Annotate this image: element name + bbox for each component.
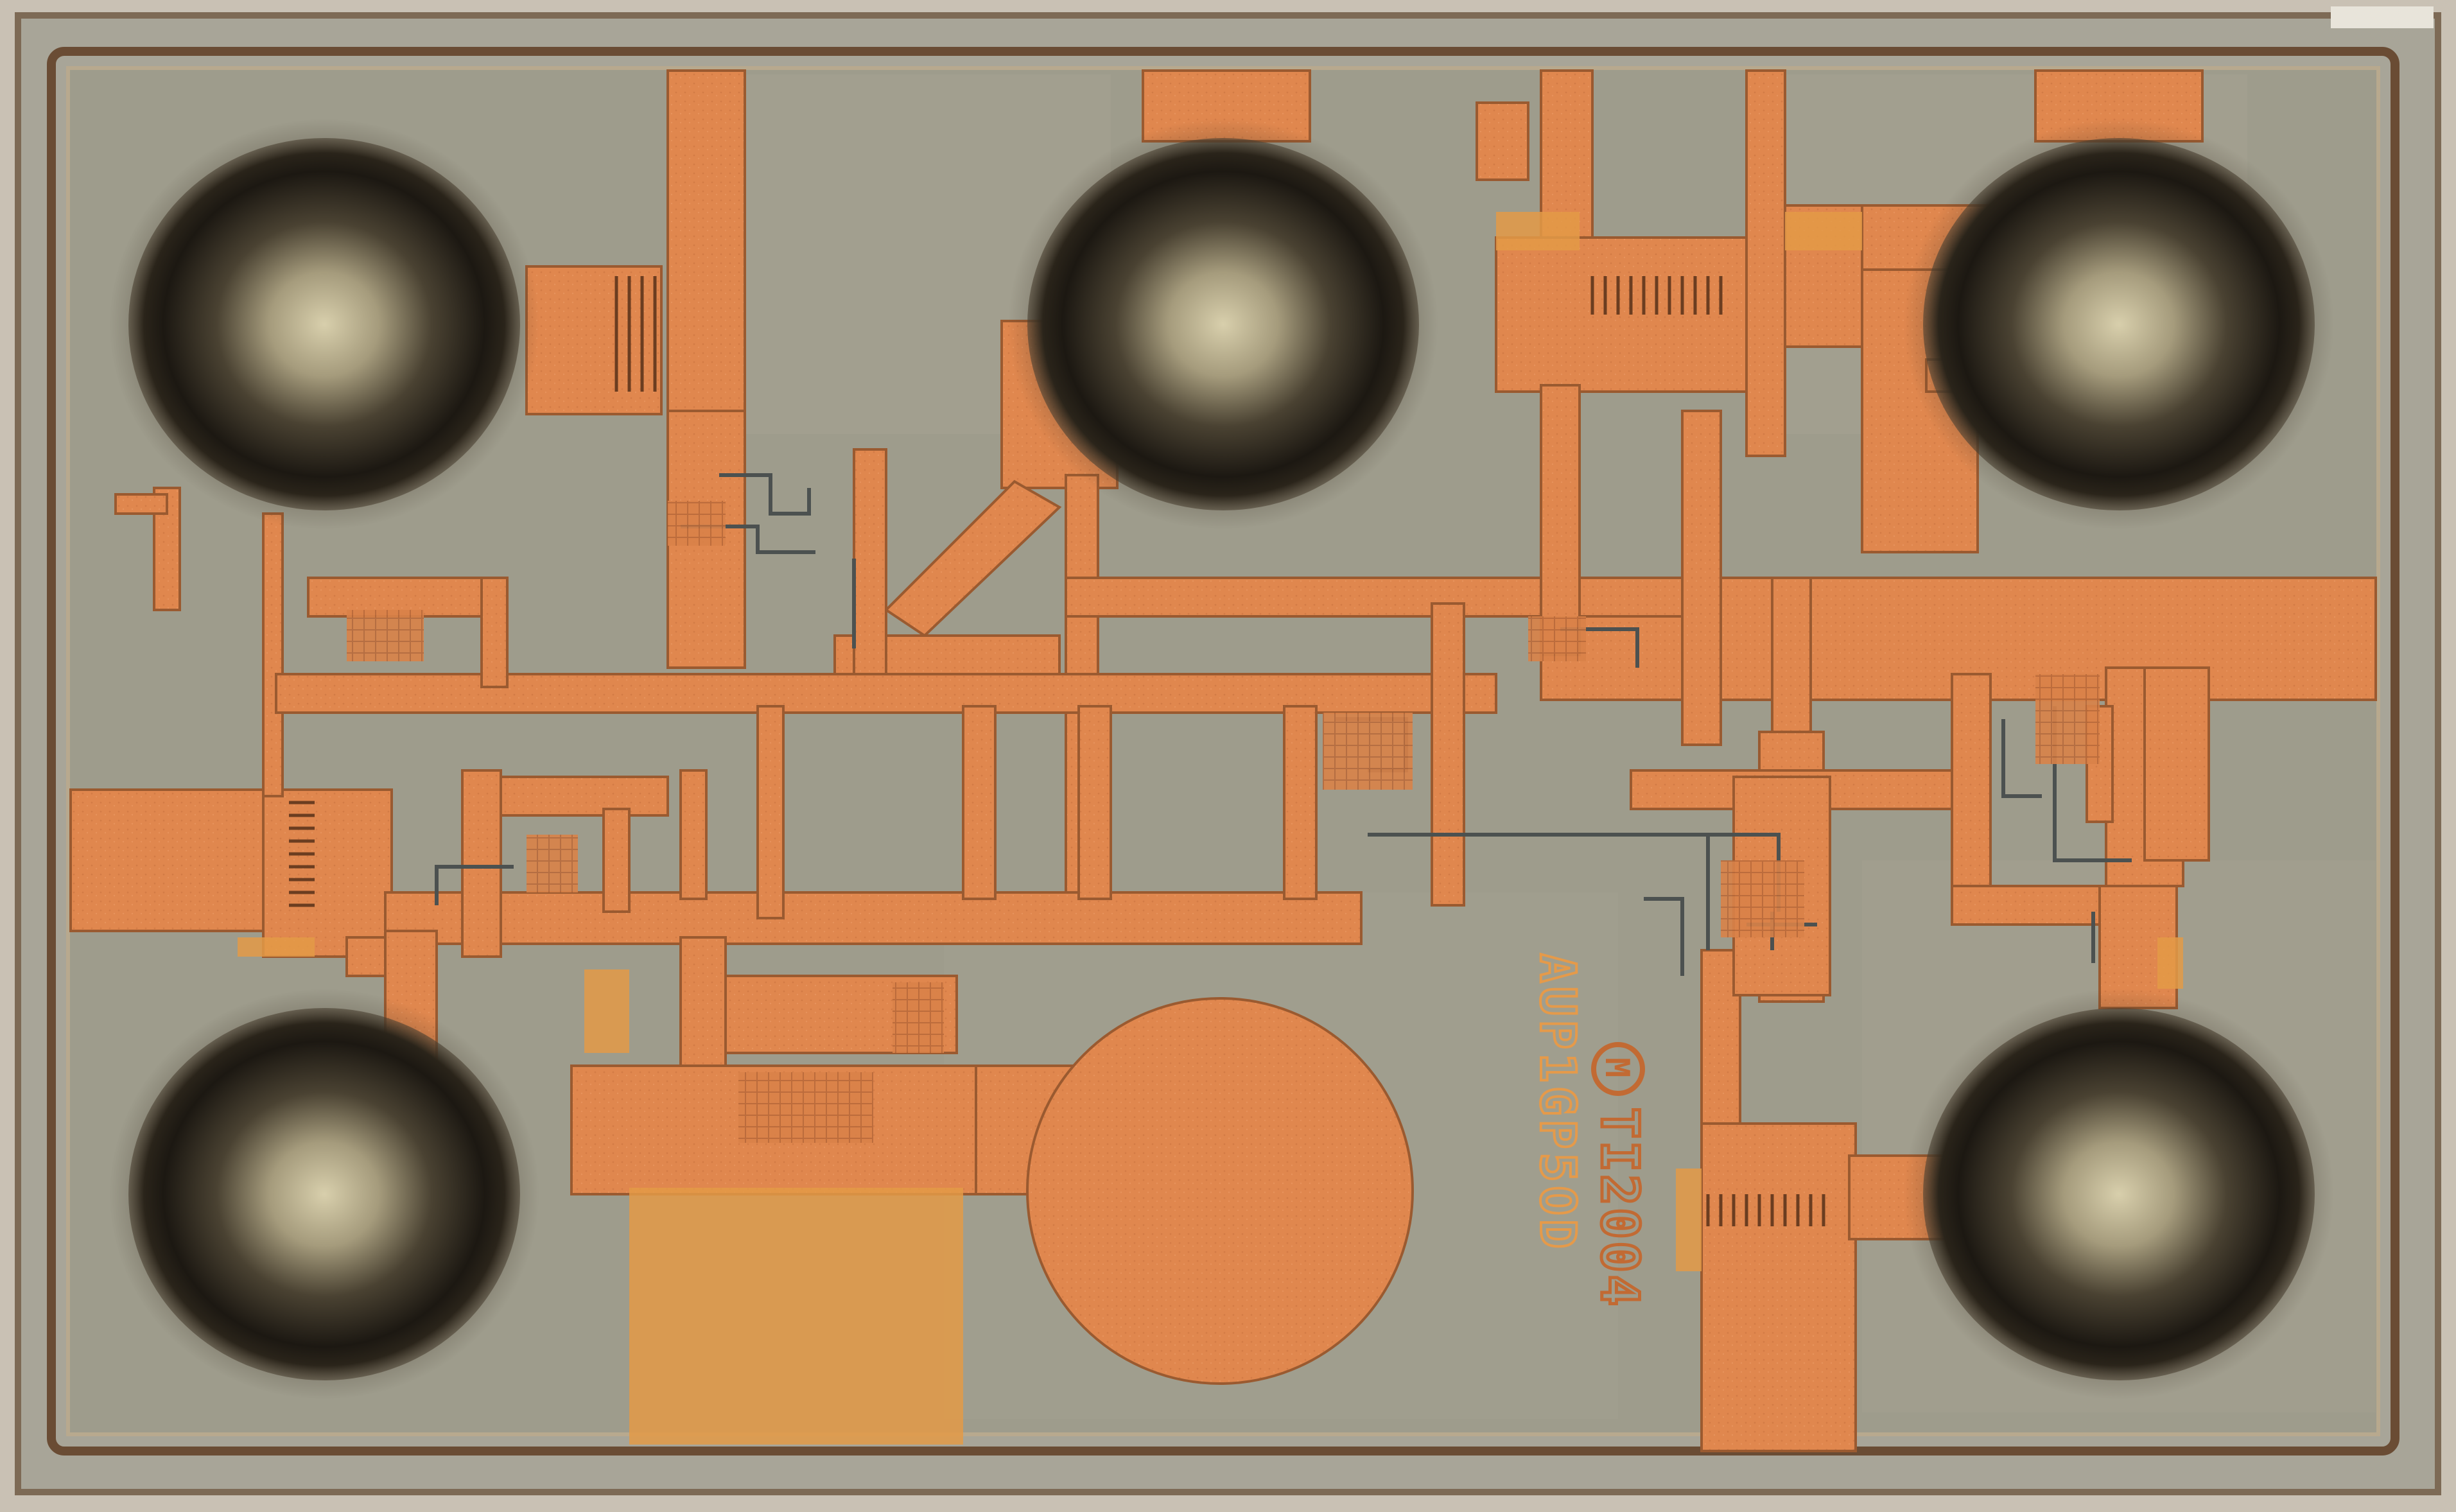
date-code: M TI2004 xyxy=(1589,1042,1651,1310)
device-clusters xyxy=(347,501,2100,1143)
part-marking-text: AUP1GP5OD xyxy=(1529,953,1587,1253)
manufacturer-logo xyxy=(1591,1042,1645,1096)
die-marking: AUP1GP5OD xyxy=(1528,952,1588,1254)
corner-mark xyxy=(2331,6,2434,28)
solder-bumps xyxy=(128,138,2315,1380)
bump-bottom-right xyxy=(1923,1008,2315,1380)
date-code-text: TI2004 xyxy=(1590,1108,1650,1308)
logo-letter: M xyxy=(1598,1057,1636,1077)
bump-top-left xyxy=(128,138,520,510)
bump-bottom-left xyxy=(128,1008,520,1380)
bump-top-right xyxy=(1923,138,2315,510)
copper-metal-layer xyxy=(69,69,2377,1452)
bump-top-center xyxy=(1027,138,1419,510)
finger-combs xyxy=(289,276,1825,1226)
seal-ring xyxy=(47,47,2399,1456)
amber-metal-layer xyxy=(238,212,2183,1445)
